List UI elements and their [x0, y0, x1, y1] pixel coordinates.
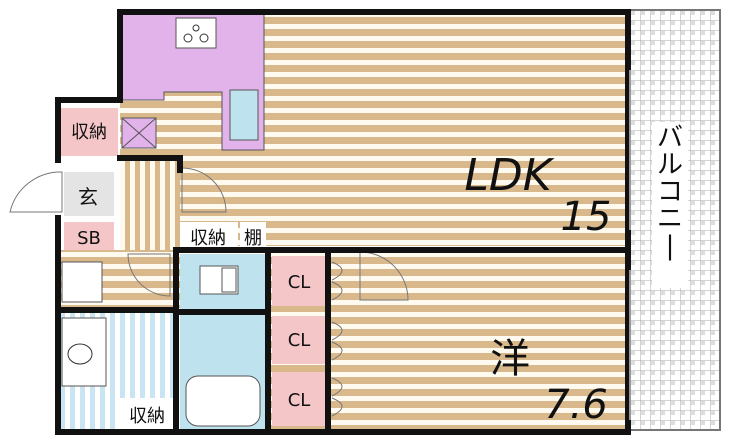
- balcony-char: コ: [657, 177, 683, 207]
- washroom-storage: 収納: [120, 398, 174, 430]
- washroom: [60, 261, 174, 430]
- walls: [55, 9, 631, 435]
- washroom-storage-label: 収納: [129, 406, 165, 427]
- closet-1-label: CL: [288, 272, 311, 293]
- shelf-label: 棚: [244, 228, 262, 249]
- entrance-label: 玄: [78, 185, 98, 209]
- closet-2: CL: [272, 316, 326, 364]
- corridor-storage-label: 収納: [190, 228, 226, 249]
- washbasin-icon: [61, 317, 107, 387]
- shoe-box-label: SB: [77, 228, 101, 249]
- shoe-box: SB: [64, 222, 114, 250]
- kitchen: [121, 13, 265, 151]
- entrance: 玄: [9, 171, 114, 216]
- balcony-char: ニ: [657, 204, 683, 234]
- entrance-storage-label: 収納: [71, 122, 107, 143]
- closet-1: CL: [272, 256, 326, 306]
- balcony-label: バルコニ|: [657, 123, 683, 261]
- ldk-size: 15: [561, 194, 612, 240]
- balcony: バルコニ|: [627, 9, 721, 431]
- balcony-char: ル: [657, 150, 683, 180]
- western-room-size: 7.6: [544, 382, 608, 428]
- bathroom: [180, 314, 268, 430]
- ldk-name: LDK: [464, 150, 554, 201]
- closet-3-label: CL: [288, 390, 311, 411]
- stove-icon: [175, 17, 217, 49]
- balcony-char: バ: [657, 123, 683, 153]
- corridor-floor: [120, 160, 180, 250]
- shelf: 棚: [240, 222, 266, 249]
- corridor-storage: 収納: [180, 222, 238, 249]
- closet-doors: [127, 167, 409, 417]
- washer-space: [61, 261, 103, 303]
- toilet-room: [180, 254, 268, 310]
- fridge-space: [121, 117, 157, 149]
- entrance-storage: 収納: [60, 108, 118, 156]
- western-room-name: 洋: [490, 336, 530, 382]
- closet-3: CL: [272, 372, 326, 426]
- balcony-char: |: [666, 231, 675, 261]
- sink-icon: [229, 89, 259, 141]
- bathtub-icon: [185, 375, 261, 427]
- closet-2-label: CL: [288, 330, 311, 351]
